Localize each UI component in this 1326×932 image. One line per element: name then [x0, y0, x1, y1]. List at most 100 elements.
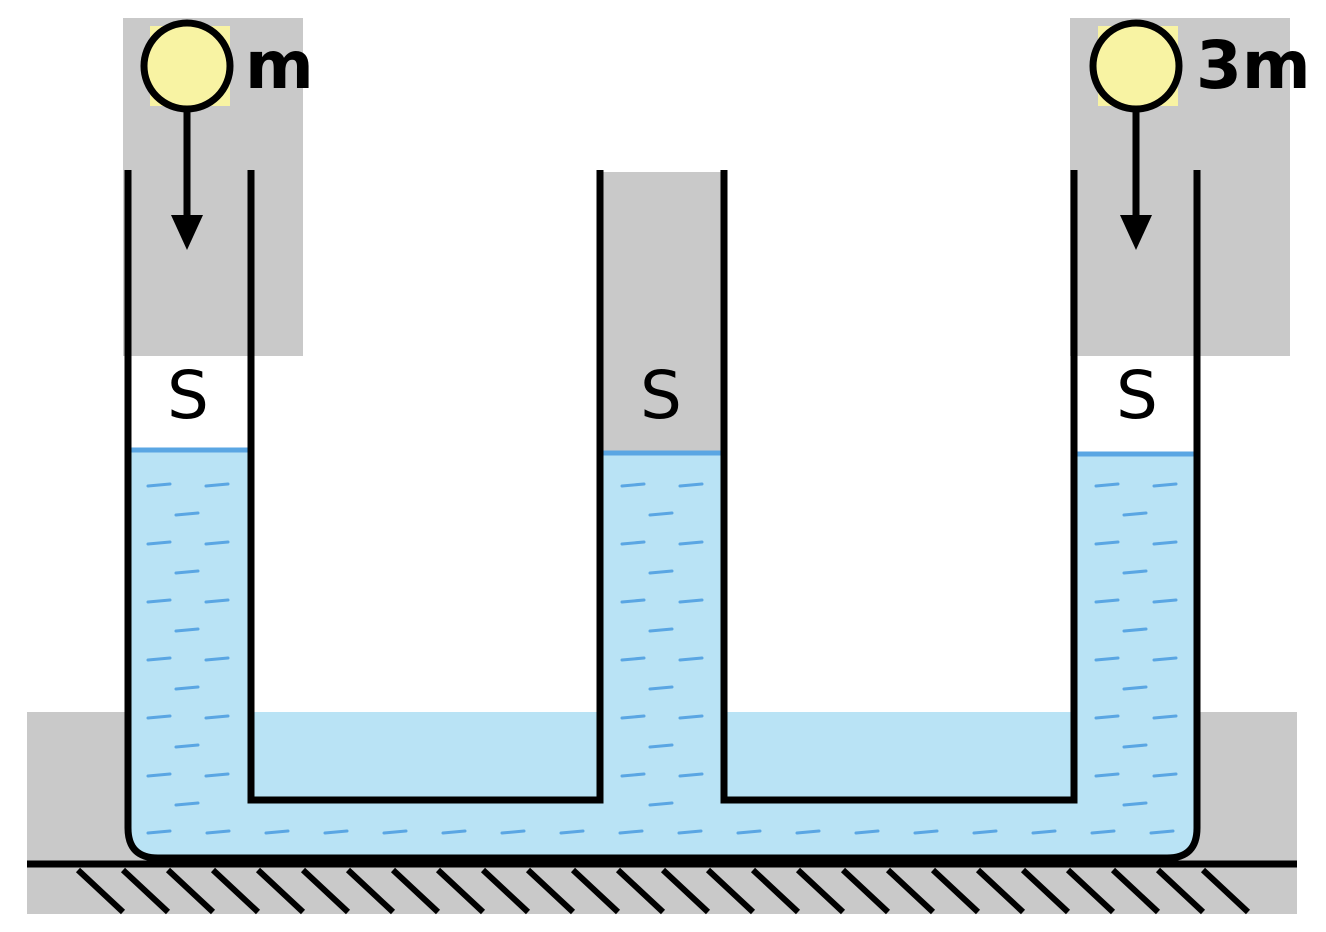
ground-hatch-line — [255, 867, 306, 915]
liquid-dash — [205, 829, 231, 835]
liquid-tube-left — [128, 450, 248, 830]
ground-hatch-line — [75, 867, 126, 915]
liquid-dash — [1122, 569, 1148, 575]
liquid-dash — [204, 772, 230, 778]
liquid-dash — [174, 743, 200, 749]
liquid-band-left — [248, 712, 603, 802]
liquid-dash — [620, 656, 646, 662]
liquid-dash — [1122, 743, 1148, 749]
ground-hatch-line — [1065, 867, 1116, 915]
liquid-dash — [677, 829, 703, 835]
liquid-dash — [795, 829, 821, 835]
ground-hatch-line — [1020, 867, 1071, 915]
liquid-tube-right — [1077, 453, 1197, 830]
weight-left-ball — [140, 19, 234, 113]
liquid-bottom-channel — [128, 800, 1197, 858]
area-labels: S S S — [167, 357, 1158, 434]
ground-hatch-line — [165, 867, 216, 915]
gray-block-middle — [600, 172, 724, 452]
liquid-dash — [678, 656, 704, 662]
liquid-dash — [1094, 598, 1120, 604]
liquid — [128, 447, 1197, 858]
liquid-dash — [204, 482, 230, 488]
liquid-dash — [913, 829, 939, 835]
liquid-dash — [972, 829, 998, 835]
liquid-dash — [620, 482, 646, 488]
liquid-dash — [174, 511, 200, 517]
mass-label-right: 3m — [1196, 27, 1311, 104]
liquid-dash — [500, 829, 526, 835]
liquid-dash — [146, 829, 172, 835]
liquid-dash — [1152, 656, 1178, 662]
ground-hatch-line — [885, 867, 936, 915]
ground-hatch-line — [660, 867, 711, 915]
ground-hatch-line — [210, 867, 261, 915]
liquid-dash — [146, 482, 172, 488]
weight-right: 3m — [1089, 19, 1311, 250]
liquid-dash — [174, 627, 200, 633]
liquid-dash — [678, 598, 704, 604]
ground-hatch-line — [345, 867, 396, 915]
liquid-dash — [146, 598, 172, 604]
liquid-dash — [1152, 598, 1178, 604]
liquid-dash — [204, 598, 230, 604]
liquid-dash — [620, 540, 646, 546]
liquid-dash — [854, 829, 880, 835]
inner-wall-left — [247, 170, 604, 804]
liquid-dash — [736, 829, 762, 835]
liquid-dash — [1152, 772, 1178, 778]
ground-hatching — [75, 867, 1251, 915]
ground-hatch-line — [480, 867, 531, 915]
liquid-dash — [146, 714, 172, 720]
vessel-walls — [124, 170, 1201, 862]
ground-hatch-line — [570, 867, 621, 915]
liquid-dash — [1094, 540, 1120, 546]
liquid-dash — [648, 743, 674, 749]
liquid-dash — [678, 482, 704, 488]
liquid-dashes — [146, 482, 1178, 835]
liquid-dash — [1094, 482, 1120, 488]
liquid-dash — [648, 801, 674, 807]
liquid-dash — [174, 569, 200, 575]
area-label-right: S — [1116, 357, 1158, 434]
ground-hatch-line — [615, 867, 666, 915]
liquid-dash — [648, 627, 674, 633]
liquid-dash — [1152, 540, 1178, 546]
liquid-dash — [1122, 627, 1148, 633]
liquid-dash — [204, 540, 230, 546]
liquid-dash — [678, 714, 704, 720]
ground-hatch-line — [525, 867, 576, 915]
weight-right-arrow-head — [1120, 215, 1152, 250]
liquid-dash — [648, 569, 674, 575]
liquid-dash — [146, 540, 172, 546]
weight-left-arrow-head — [171, 215, 203, 250]
ground-hatch-line — [300, 867, 351, 915]
ground — [27, 860, 1297, 915]
liquid-dash — [1152, 714, 1178, 720]
liquid-dash — [1094, 656, 1120, 662]
liquid-dash — [620, 598, 646, 604]
ground-hatch-line — [435, 867, 486, 915]
liquid-band-right — [721, 712, 1077, 802]
liquid-dash — [1031, 829, 1057, 835]
liquid-dash — [618, 829, 644, 835]
ground-hatch-line — [795, 867, 846, 915]
ground-hatch-line — [1200, 867, 1251, 915]
liquid-dash — [620, 772, 646, 778]
liquid-dash — [1122, 801, 1148, 807]
ground-hatch-line — [975, 867, 1026, 915]
ground-hatch-line — [840, 867, 891, 915]
liquid-dash — [382, 829, 408, 835]
liquid-dash — [1122, 511, 1148, 517]
liquid-dash — [1094, 772, 1120, 778]
liquid-dash — [323, 829, 349, 835]
liquid-dash — [678, 540, 704, 546]
liquid-dash — [620, 714, 646, 720]
ground-hatch-line — [390, 867, 441, 915]
liquid-dash — [146, 772, 172, 778]
weight-left: m — [140, 19, 314, 250]
ground-hatch-line — [1155, 867, 1206, 915]
liquid-dash — [1149, 829, 1175, 835]
liquid-dash — [1152, 482, 1178, 488]
liquid-dash — [174, 685, 200, 691]
